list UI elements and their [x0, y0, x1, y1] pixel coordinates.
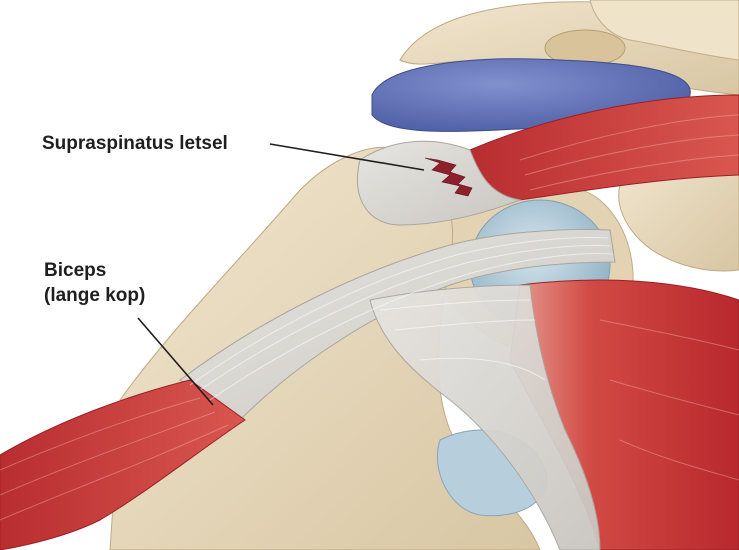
supraspinatus-tendon — [356, 140, 522, 226]
supraspinatus-leader-line — [269, 143, 425, 171]
supraspinatus-tear — [424, 157, 473, 197]
biceps-leader-line — [137, 317, 214, 406]
biceps-muscle — [0, 379, 246, 550]
tendon-fibers — [189, 237, 613, 401]
biceps-tendon — [179, 229, 616, 421]
muscle-fibers — [0, 114, 739, 521]
supraspinatus-label: Supraspinatus letsel — [42, 133, 228, 154]
biceps-label-line2: (lange kop) — [44, 285, 146, 306]
infraspinatus-tendon — [369, 284, 601, 550]
biceps-label: Biceps (lange kop) — [44, 258, 145, 308]
clavicle-bone — [589, 0, 739, 61]
biceps-label-line1: Biceps — [44, 260, 107, 281]
